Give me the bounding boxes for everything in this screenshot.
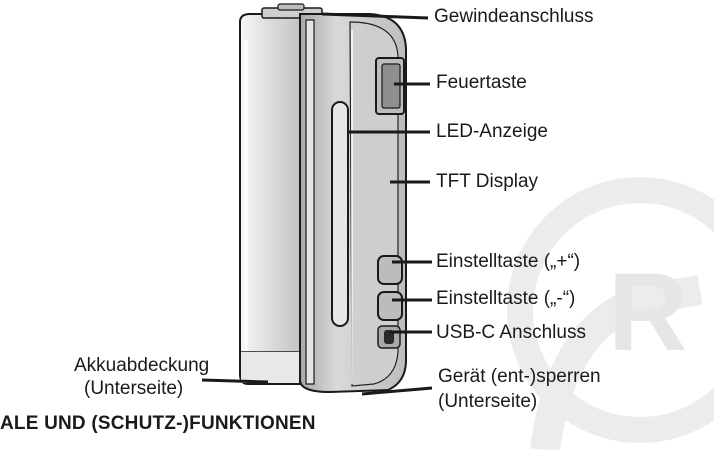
battery-cover — [239, 13, 301, 385]
label-battery-cover-line2: (Unterseite) — [84, 378, 184, 399]
label-battery-cover-line1: Akkuabdeckung — [74, 355, 210, 376]
leader-thread — [321, 12, 429, 20]
watermark-logo: R — [507, 177, 714, 450]
label-usb-c: USB-C Anschluss — [436, 322, 586, 343]
leader-lines — [201, 12, 433, 396]
label-thread-connector: Gewindeanschluss — [434, 6, 594, 27]
label-adjust-plus: Einstelltaste („+“) — [436, 251, 581, 272]
label-fire-button: Feuertaste — [436, 72, 527, 93]
adjust-plus-button — [377, 255, 403, 285]
adjust-minus-button — [377, 291, 403, 321]
usb-c-port — [377, 325, 401, 349]
label-tft-display: TFT Display — [436, 171, 539, 192]
label-adjust-minus: Einstelltaste („-“) — [436, 288, 576, 309]
leader-lock — [361, 386, 433, 396]
label-lock-line2: (Unterseite) — [438, 391, 538, 412]
leader-battery-cover — [201, 378, 269, 384]
fire-button — [375, 57, 405, 115]
label-led-indicator: LED-Anzeige — [436, 121, 548, 142]
section-heading: ALE UND (SCHUTZ-)FUNKTIONEN — [0, 413, 316, 434]
svg-text:R: R — [608, 251, 687, 374]
label-lock-line1: Gerät (ent-)sperren — [438, 366, 601, 387]
led-indicator — [331, 101, 349, 327]
